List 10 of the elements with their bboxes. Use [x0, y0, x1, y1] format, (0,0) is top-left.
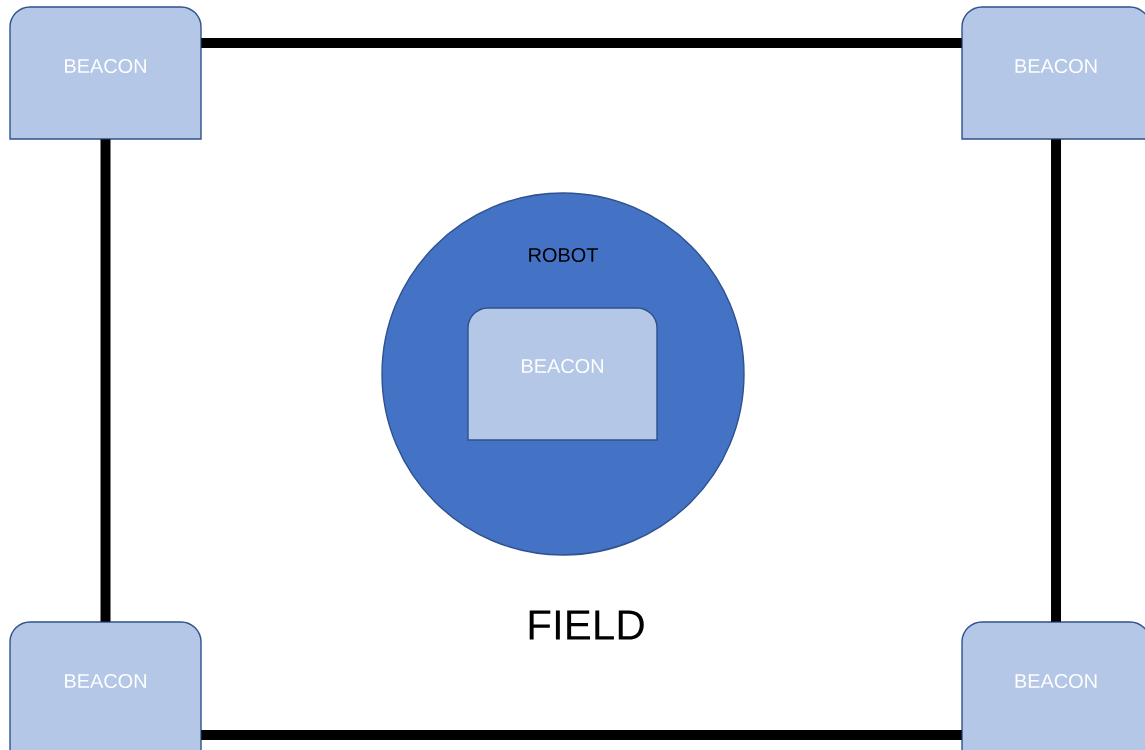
beacon-box: BEACON [961, 621, 1145, 750]
connector-line [201, 38, 962, 48]
area-label: FIELD [529, 610, 644, 640]
connector-line [100, 139, 111, 622]
beacon-box: BEACON [961, 6, 1145, 140]
beacon-box: BEACON [9, 621, 202, 750]
connector-line [1051, 139, 1061, 622]
beacon-box: BEACON [9, 6, 202, 140]
connector-line [201, 730, 962, 740]
beacon-box: BEACON [467, 307, 658, 441]
